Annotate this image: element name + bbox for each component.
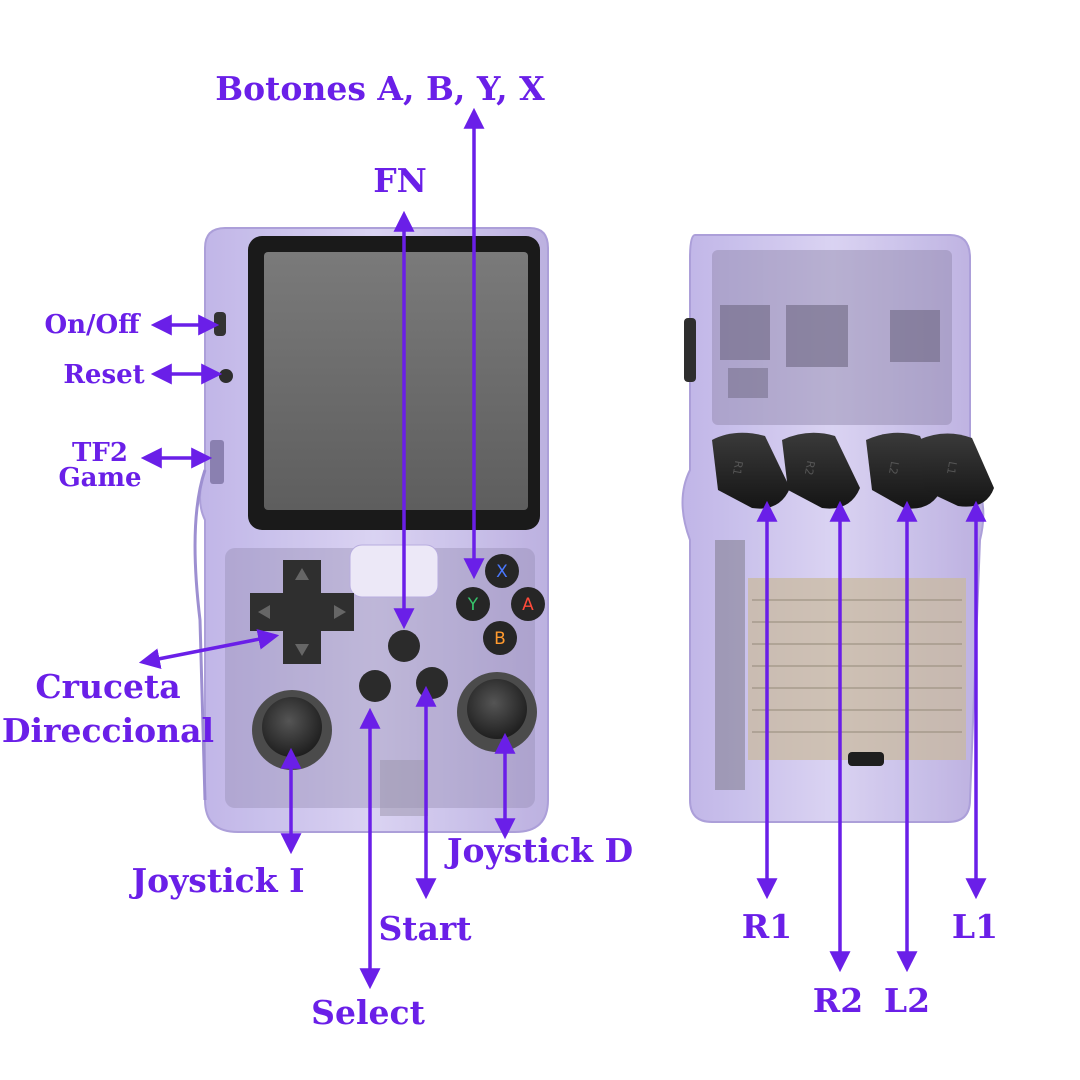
callout-labels: Botones A, B, Y, X FN On/Off Reset TF2 G… [2,69,998,1032]
tf2-slot[interactable] [210,440,224,484]
face-button-x[interactable]: X [485,554,519,588]
l1-mark: L1 [944,460,959,475]
chip [786,305,848,367]
chip [728,368,768,398]
battery-stripes [752,599,962,733]
speaker-window [349,544,439,598]
y-letter: Y [467,595,479,615]
start-button[interactable] [416,667,448,699]
face-button-a[interactable]: A [511,587,545,621]
dpad-down-icon [295,644,309,656]
internal-rail [715,540,745,790]
usb-port [848,752,884,766]
label-abyx: Botones A, B, Y, X [215,69,545,108]
internal-part [380,760,428,816]
r2-mark: R2 [802,460,817,477]
b-letter: B [494,629,506,649]
fn-button[interactable] [388,630,420,662]
chip [890,310,940,362]
right-joystick[interactable] [457,672,537,752]
label-cruceta: Cruceta [35,667,180,706]
left-joystick[interactable] [252,690,332,770]
l2-mark: L2 [886,460,901,475]
grip-edge [193,469,207,801]
label-start: Start [378,909,472,948]
label-reset: Reset [63,360,144,390]
face-button-y[interactable]: Y [456,587,490,621]
label-select: Select [311,993,425,1032]
label-tf2-game: Game [58,463,141,493]
label-joystick-i: Joystick I [128,861,304,900]
label-onoff: On/Off [44,310,141,340]
battery [748,578,966,760]
x-letter: X [496,562,508,582]
dpad-up-icon [295,568,309,580]
a-letter: A [522,595,534,615]
shoulder-r2[interactable]: R2 [782,432,860,509]
reset-button[interactable] [219,369,233,383]
side-button [684,318,696,382]
dpad[interactable] [250,560,354,664]
r1-mark: R1 [730,460,745,477]
callout-arrows [138,107,987,990]
dpad-left-icon [258,605,270,619]
dpad-right-icon [334,605,346,619]
face-button-b[interactable]: B [483,621,517,655]
arrow-cruceta [138,628,280,670]
label-l2: L2 [884,981,930,1020]
select-button[interactable] [359,670,391,702]
shoulder-l1[interactable]: L1 [918,433,994,507]
label-direccional: Direccional [2,711,214,750]
label-r1: R1 [742,907,792,946]
label-fn: FN [373,161,427,200]
label-joystick-d: Joystick D [444,831,633,870]
power-button[interactable] [214,312,226,336]
chip [720,305,770,360]
label-l1: L1 [952,907,998,946]
shoulder-r1[interactable]: R1 [712,432,790,509]
label-tf2: TF2 [72,438,128,468]
screen [264,252,528,510]
label-r2: R2 [813,981,863,1020]
